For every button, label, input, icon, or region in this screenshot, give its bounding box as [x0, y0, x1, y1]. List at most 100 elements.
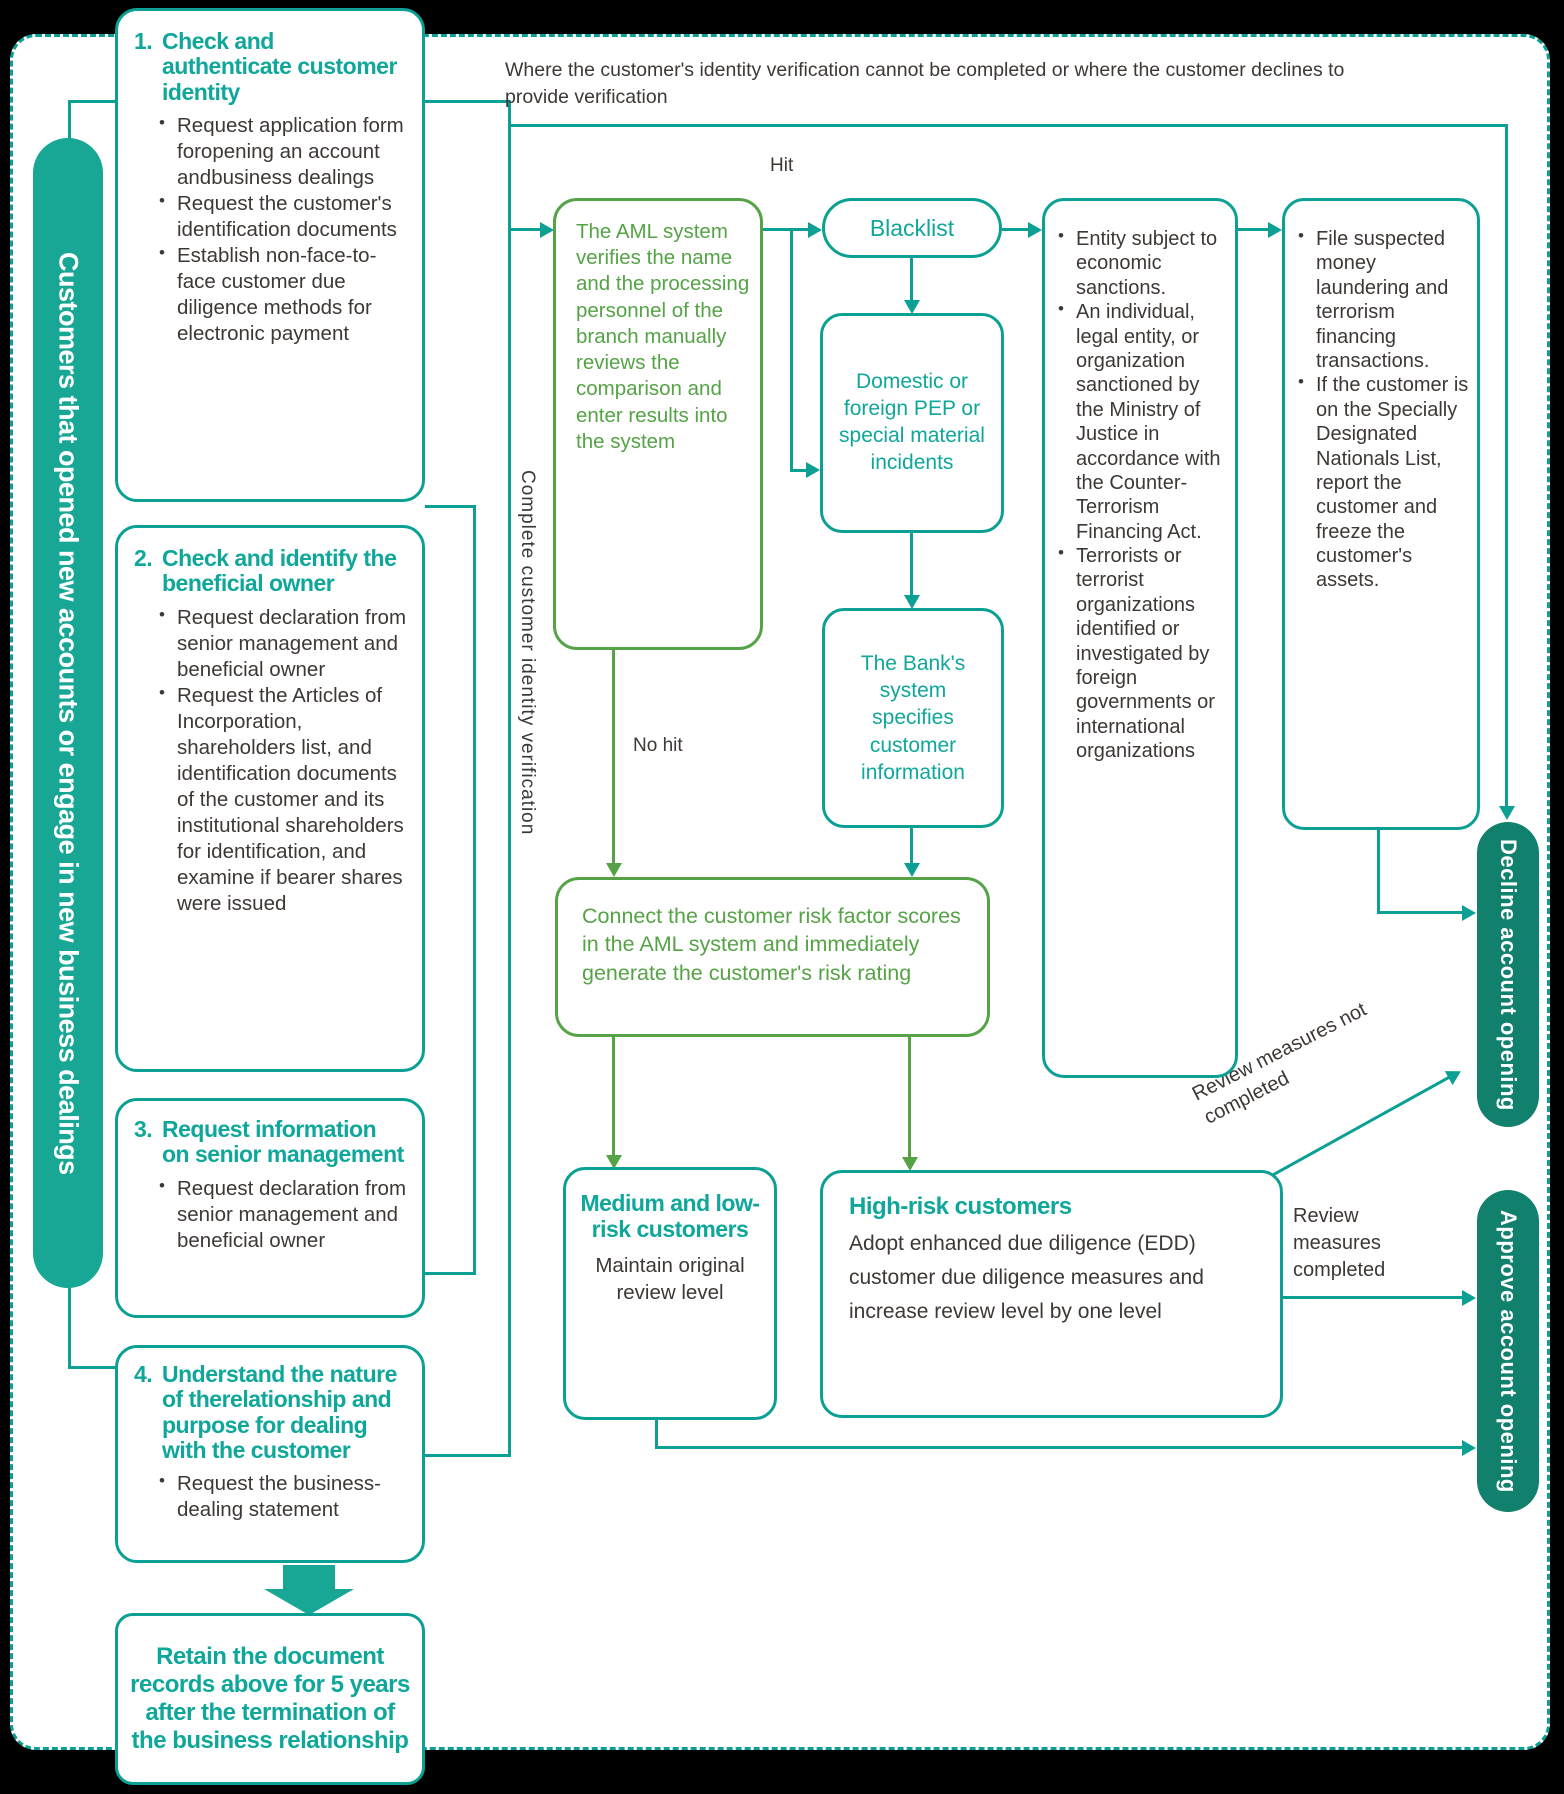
connector-line — [1377, 830, 1380, 914]
complete-verification-label: Complete customer identity verification — [517, 470, 538, 836]
connector-line — [425, 100, 510, 103]
connector-line — [68, 100, 115, 103]
step-1-title: Check and authenticate customer identity — [162, 28, 397, 105]
connector-line — [68, 1285, 71, 1369]
connector-line-into-aml — [508, 228, 541, 231]
list-item: Request the business-dealing statement — [156, 1470, 408, 1523]
aml-system-box: The AML system verifies the name and the… — [553, 198, 763, 650]
arrowhead-into-bank — [904, 595, 920, 609]
arrowhead-into-connect-teal — [904, 863, 920, 877]
file-suspected-bullets: File suspected money laundering and terr… — [1295, 226, 1469, 593]
arrowhead-into-file — [1268, 222, 1282, 238]
list-item: Establish non-face-to-face customer due … — [156, 242, 408, 347]
approve-account-pill: Approve account opening — [1477, 1190, 1539, 1512]
connector-line — [655, 1420, 658, 1448]
step-2-title-row: 2. Check and identify the beneficial own… — [134, 545, 408, 597]
step-1-number: 1. — [134, 28, 153, 54]
connector-line — [425, 1454, 511, 1457]
decline-condition-note: Where the customer's identity verificati… — [505, 59, 1345, 108]
high-risk-box: High-risk customers Adopt enhanced due d… — [820, 1170, 1283, 1418]
step-2-number: 2. — [134, 545, 153, 571]
list-item: Request application form foropening an a… — [156, 112, 408, 191]
step-4-title: Understand the nature of therelationship… — [162, 1361, 397, 1463]
connector-line — [473, 505, 476, 1275]
arrowhead-into-connect-green — [606, 863, 622, 877]
list-item: Request declaration from senior manageme… — [156, 604, 408, 683]
connector-line — [1377, 911, 1463, 914]
blacklist-node: Blacklist — [822, 198, 1002, 258]
file-suspected-box: File suspected money laundering and terr… — [1282, 198, 1480, 830]
connector-line — [425, 505, 475, 508]
list-item: An individual, legal entity, or organiza… — [1055, 299, 1227, 544]
review-completed-label: Review measures completed — [1293, 1205, 1386, 1281]
step-1-bullets: Request application form foropening an a… — [156, 112, 408, 347]
decline-account-label: Decline account opening — [1496, 838, 1521, 1111]
connector-line — [425, 1272, 475, 1275]
blacklist-label: Blacklist — [869, 214, 955, 241]
step-4-box: 4. Understand the nature of therelations… — [115, 1345, 425, 1563]
sanction-entities-box: Entity subject to economic sanctions. An… — [1042, 198, 1238, 1078]
connector-line — [908, 1037, 911, 1159]
step-4-title-row: 4. Understand the nature of therelations… — [134, 1361, 408, 1463]
customers-bar: Customers that opened new accounts or en… — [33, 138, 103, 1288]
step-2-bullets: Request declaration from senior manageme… — [156, 604, 408, 917]
step-4-number: 4. — [134, 1361, 153, 1387]
connector-line — [68, 100, 71, 140]
connector-line — [1002, 228, 1029, 231]
medium-low-risk-body: Maintain original review level — [595, 1253, 745, 1304]
list-item: Entity subject to economic sanctions. — [1055, 226, 1227, 300]
sanction-entities-bullets: Entity subject to economic sanctions. An… — [1055, 226, 1227, 764]
step-1-box: 1. Check and authenticate customer ident… — [115, 8, 425, 502]
connector-line — [910, 258, 913, 302]
list-item: Terrorists or terrorist organizations id… — [1055, 543, 1227, 764]
no-hit-label: No hit — [633, 735, 683, 756]
step-4-bullets: Request the business-dealing statement — [156, 1470, 408, 1523]
connector-line — [910, 828, 913, 865]
arrowhead-into-blacklist — [808, 222, 822, 238]
hit-label: Hit — [770, 155, 794, 176]
arrowhead-into-approve-1 — [1462, 1290, 1476, 1306]
retain-records-box: Retain the document records above for 5 … — [115, 1613, 425, 1785]
list-item: Request declaration from senior manageme… — [156, 1175, 408, 1254]
connector-line — [790, 228, 793, 471]
pep-text: Domestic or foreign PEP or special mater… — [839, 370, 985, 474]
high-risk-body: Adopt enhanced due diligence (EDD) custo… — [849, 1232, 1204, 1324]
customers-bar-label: Customers that opened new accounts or en… — [53, 251, 84, 1175]
connect-risk-score-box: Connect the customer risk factor scores … — [555, 877, 990, 1037]
arrowhead-into-high-risk — [902, 1157, 918, 1171]
block-arrow-down — [283, 1565, 335, 1591]
connector-line — [1283, 1296, 1463, 1299]
list-item: Request the customer's identification do… — [156, 190, 408, 243]
arrowhead-into-medium-low — [606, 1155, 622, 1169]
step-1-title-row: 1. Check and authenticate customer ident… — [134, 28, 408, 105]
connector-line — [655, 1446, 1463, 1449]
connector-line — [763, 228, 809, 231]
pep-box: Domestic or foreign PEP or special mater… — [820, 313, 1004, 533]
connector-line-no-hit — [612, 650, 615, 865]
decline-account-pill: Decline account opening — [1477, 822, 1539, 1127]
step-3-box: 3. Request information on senior managem… — [115, 1098, 425, 1318]
arrowhead-into-entity — [1028, 222, 1042, 238]
step-2-title: Check and identify the beneficial owner — [162, 545, 397, 597]
step-3-number: 3. — [134, 1116, 153, 1142]
connector-line — [508, 100, 511, 1457]
connector-line — [68, 1366, 115, 1369]
connector-line-decline-top — [508, 124, 1508, 127]
step-2-box: 2. Check and identify the beneficial own… — [115, 525, 425, 1072]
bank-system-text: The Bank's system specifies customer inf… — [860, 651, 966, 784]
step-3-title-row: 3. Request information on senior managem… — [134, 1116, 408, 1168]
list-item: If the customer is on the Specially Desi… — [1295, 372, 1469, 593]
arrowhead-into-decline-top — [1499, 806, 1515, 820]
connector-line — [612, 1037, 615, 1157]
block-arrow-down-head — [264, 1589, 354, 1615]
list-item: Request the Articles of Incorporation, s… — [156, 682, 408, 917]
arrowhead-into-pep — [806, 462, 820, 478]
medium-low-risk-box: Medium and low-risk customers Maintain o… — [563, 1167, 777, 1420]
connector-line — [910, 533, 913, 596]
bank-system-box: The Bank's system specifies customer inf… — [822, 608, 1004, 828]
connector-line — [1238, 228, 1269, 231]
arrowhead-into-aml — [540, 222, 554, 238]
approve-account-label: Approve account opening — [1496, 1209, 1521, 1493]
connector-line-decline-top — [1505, 124, 1508, 808]
step-3-title: Request information on senior management — [162, 1116, 404, 1168]
